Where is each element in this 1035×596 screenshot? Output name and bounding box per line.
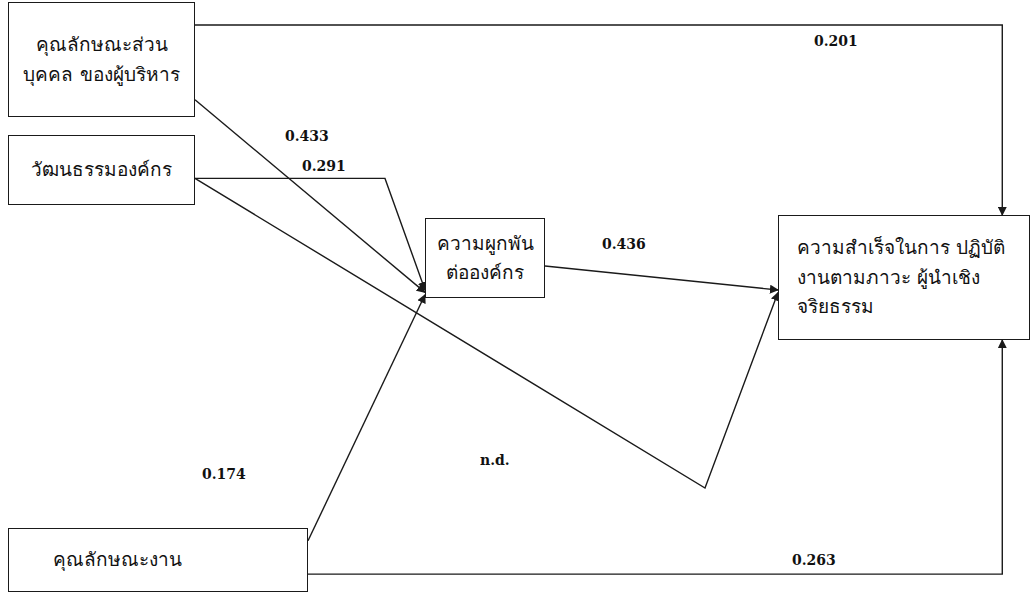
path-coefficient: 0.433 xyxy=(283,128,331,145)
variable-name: วัฒนธรรมองค์กร xyxy=(17,155,186,184)
variable-box: ความสำเร็จในการ ปฏิบัติงานตามภาวะ ผู้นำเ… xyxy=(778,215,1030,340)
path-arrow xyxy=(308,295,425,541)
path-coefficient: n.d. xyxy=(478,452,512,469)
variable-box: วัฒนธรรมองค์กร xyxy=(8,135,195,205)
path-coefficient: 0.174 xyxy=(200,466,248,483)
path-arrow xyxy=(195,100,425,293)
path-arrow xyxy=(195,178,425,290)
variable-name: คุณลักษณะส่วนบุคคล ของผู้บริหาร xyxy=(17,30,186,89)
path-arrow xyxy=(195,178,778,488)
path-coefficient: 0.291 xyxy=(300,158,348,175)
variable-box: คุณลักษณะส่วนบุคคล ของผู้บริหาร xyxy=(8,2,195,117)
variable-box: ความผูกพัน ต่อองค์กร xyxy=(425,218,545,298)
path-arrow xyxy=(308,340,1002,574)
variable-box: คุณลักษณะงาน xyxy=(8,528,308,592)
path-arrow xyxy=(195,25,1002,215)
path-coefficient: 0.263 xyxy=(790,552,838,569)
variable-name: คุณลักษณะงาน xyxy=(53,545,263,574)
path-arrow xyxy=(545,266,778,290)
path-coefficient: 0.201 xyxy=(812,33,860,50)
path-coefficient: 0.436 xyxy=(600,236,648,253)
variable-name: ความสำเร็จในการ ปฏิบัติงานตามภาวะ ผู้นำเ… xyxy=(797,233,1011,321)
variable-name: ความผูกพัน ต่อองค์กร xyxy=(434,229,536,288)
